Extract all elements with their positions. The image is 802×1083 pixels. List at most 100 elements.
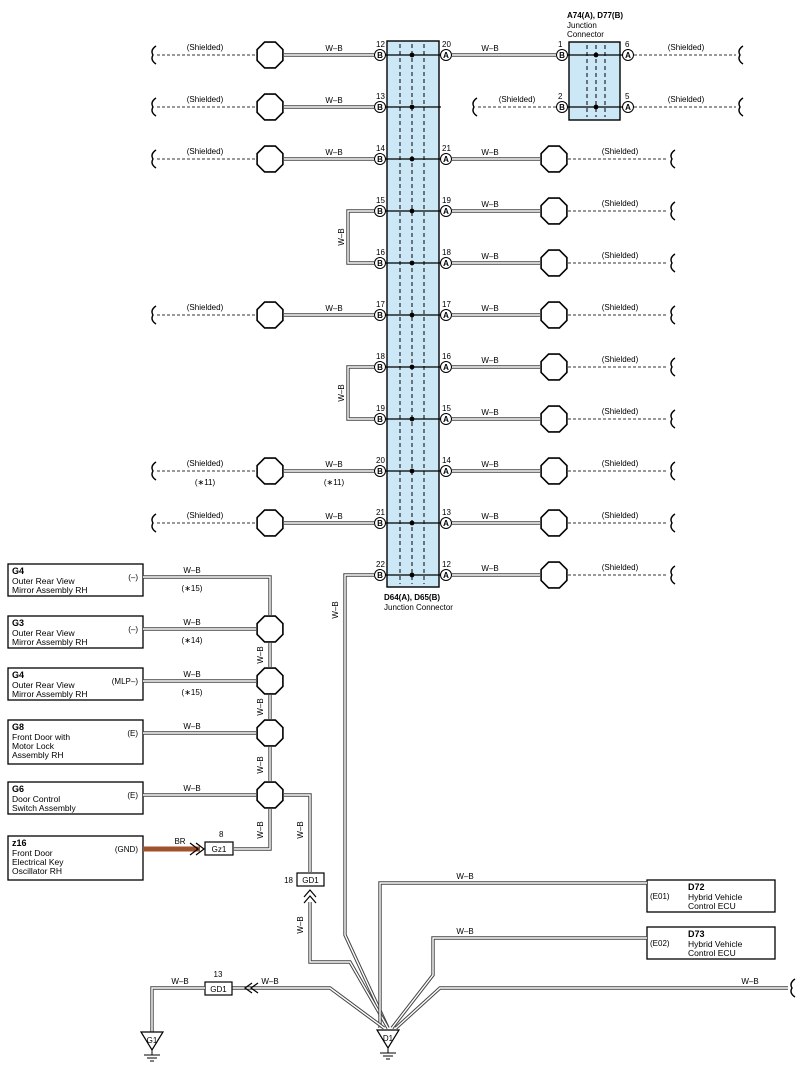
component-box (7, 719, 144, 765)
chain-wire-core (234, 809, 271, 850)
component-wire-core (143, 576, 271, 615)
pin-b-icon (374, 101, 386, 113)
pin-a-icon (440, 517, 452, 529)
wire-continuation-icon (670, 565, 676, 585)
shielded-label: (Shielded) (187, 511, 224, 520)
junction-main-name: Junction Connector (384, 603, 453, 612)
shield-node-icon (540, 561, 568, 589)
component-pin: (MLP–) (112, 677, 139, 686)
component-code: G3 (12, 618, 24, 628)
loop-wire (346, 365, 374, 421)
pin-b-number: 16 (376, 248, 385, 257)
shielded-label: (Shielded) (187, 95, 224, 104)
pin-b-number: 17 (376, 300, 385, 309)
pin-a-letter: A (443, 259, 449, 268)
pin-a-number: 20 (442, 40, 451, 49)
wire-color-label: W–B (456, 872, 473, 881)
ground-d1-icon (375, 1029, 401, 1050)
pin-a-number: 14 (442, 456, 451, 465)
component-desc: Assembly RH (12, 750, 63, 760)
wire-color-label: W–B (331, 601, 340, 618)
splice-dot-icon (409, 572, 415, 578)
splice-dot-icon (409, 520, 415, 526)
gz1-connector-box (204, 841, 234, 856)
g1-wire-core (151, 987, 205, 1032)
note-label: (∗14) (182, 636, 203, 645)
shielded-label: (Shielded) (602, 251, 639, 260)
pin-b-icon (374, 569, 386, 581)
gd1-ground-wire-core (309, 902, 389, 1029)
shielded-label: (Shielded) (187, 43, 224, 52)
splice-dot-icon (409, 260, 415, 266)
pin-a-icon (440, 309, 452, 321)
gd1-ground-wire (308, 902, 390, 1029)
small-pin-b1-letter: B (559, 51, 565, 60)
pin-a-number: 21 (442, 144, 451, 153)
component-code: G8 (12, 722, 24, 732)
pin-b-icon (374, 413, 386, 425)
wire-color-label: W–B (325, 304, 342, 313)
ground-g1-label: G1 (147, 1036, 158, 1045)
pin-a-number: 16 (442, 352, 451, 361)
pin-b-number: 20 (376, 456, 385, 465)
wire-continuation-icon (670, 253, 676, 273)
wire-color-label: W–B (256, 646, 265, 663)
pin-b-letter: B (377, 311, 383, 320)
component-desc: Outer Rear View (12, 576, 76, 586)
wire-color-label: W–B (481, 408, 498, 417)
shielded-label: (Shielded) (187, 147, 224, 156)
gd1-upper-pin: 18 (284, 876, 293, 885)
shielded-label: (Shielded) (187, 459, 224, 468)
wire-continuation-icon (670, 357, 676, 377)
junction-small-name: Connector (567, 30, 604, 39)
component-desc: Mirror Assembly RH (12, 637, 88, 647)
shield-node-icon (256, 145, 284, 173)
shield-node-icon (256, 93, 284, 121)
pin-b-letter: B (377, 259, 383, 268)
component-code: G4 (12, 670, 24, 680)
pin-a-icon (440, 49, 452, 61)
pin-a-number: 12 (442, 560, 451, 569)
splice-dot-icon (409, 468, 415, 474)
ecu-desc: Control ECU (688, 901, 736, 911)
loop-wire-core (347, 210, 374, 264)
wire-continuation-icon (670, 201, 676, 221)
ecu-pin: (E01) (650, 892, 670, 901)
component-pin: (E) (127, 791, 138, 800)
wire-continuation-icon (472, 97, 478, 117)
wire-color-label: BR (174, 837, 185, 846)
pin-b-number: 19 (376, 404, 385, 413)
plug-arrow-icon (243, 982, 259, 994)
splice-dot-icon (409, 312, 415, 318)
pin-a-number: 18 (442, 248, 451, 257)
pin-b-number: 13 (376, 92, 385, 101)
component-code: G6 (12, 784, 24, 794)
splice-dot-icon (409, 208, 415, 214)
splice-dot-icon (409, 52, 415, 58)
wire-color-label: W–B (296, 821, 305, 838)
right-ground-wire-core (395, 987, 788, 1029)
small-pin-number: 5 (625, 92, 630, 101)
pin-b-letter: B (377, 415, 383, 424)
note-label: (∗11) (195, 478, 216, 487)
wire-continuation-icon (151, 149, 157, 169)
component-box (7, 615, 144, 649)
shield-node-icon (540, 405, 568, 433)
pin-b-icon (374, 257, 386, 269)
pin-a-icon (440, 205, 452, 217)
ecu-box (646, 879, 776, 913)
ecu-desc: Hybrid Vehicle (688, 892, 743, 902)
gd1-lower-wire-core (232, 987, 385, 1029)
shielded-label: (Shielded) (602, 511, 639, 520)
ecu1-wire-core (379, 882, 647, 1028)
component-box (7, 563, 144, 597)
wire-color-label: W–B (325, 44, 342, 53)
shield-node-icon (256, 301, 284, 329)
wire-color-label: W–B (481, 252, 498, 261)
wire-color-label: W–B (171, 977, 188, 986)
component-code: G4 (12, 566, 24, 576)
pin-a-number: 15 (442, 404, 451, 413)
pin-a-letter: A (443, 207, 449, 216)
loop-wire-core (347, 366, 374, 420)
